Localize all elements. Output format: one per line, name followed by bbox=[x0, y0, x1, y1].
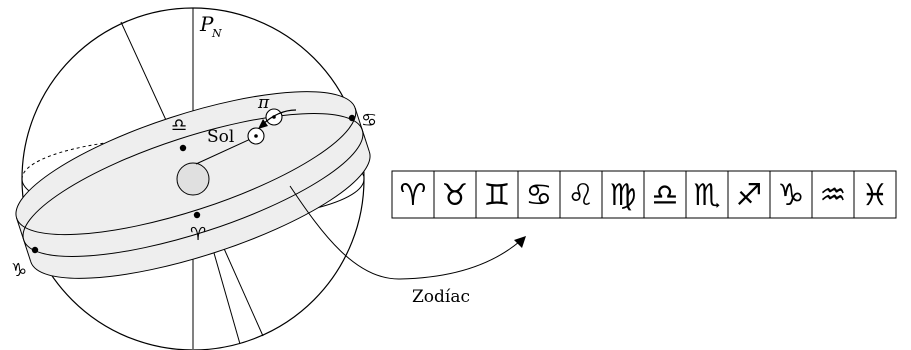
zodiac-cell: ♍ bbox=[601, 170, 645, 219]
point-aries bbox=[193, 211, 201, 219]
zodiac-cell: ♉ bbox=[433, 170, 477, 219]
zodiac-cell: ♌ bbox=[559, 170, 603, 219]
pole-label: P bbox=[199, 12, 214, 36]
zodiac-cell-box bbox=[601, 170, 645, 219]
zodiac-sign: ♐ bbox=[736, 178, 763, 213]
zodiac-cell: ♎ bbox=[643, 170, 687, 219]
zodiac-sign: ♑ bbox=[778, 178, 805, 213]
zodiac-pointer-arrowhead bbox=[514, 236, 526, 248]
point-capricorn bbox=[31, 246, 39, 254]
zodiac-sign: ♒ bbox=[820, 178, 847, 213]
zodiac-cell: ♈ bbox=[391, 170, 435, 219]
sun-symbol-dot bbox=[254, 134, 258, 138]
point-cancer bbox=[348, 114, 356, 122]
pole-label-subscript: N bbox=[211, 27, 222, 40]
aries-label: ♈ bbox=[190, 224, 206, 245]
zodiac-cell-box bbox=[853, 170, 897, 219]
zodiac-cell-box bbox=[685, 170, 729, 219]
zodiac-sign: ♊ bbox=[484, 178, 511, 213]
zodiac-cell-box bbox=[391, 170, 435, 219]
zodiac-cell-box bbox=[433, 170, 477, 219]
zodiac-cell: ♓ bbox=[853, 170, 897, 219]
zodiac-sign: ♏ bbox=[694, 178, 721, 213]
point-libra bbox=[179, 144, 187, 152]
zodiac-cell-box bbox=[559, 170, 603, 219]
zodiac-sign: ♌ bbox=[568, 178, 595, 213]
ecliptic-line bbox=[22, 113, 364, 257]
zodiac-cell-box bbox=[643, 170, 687, 219]
zodiac-sign: ♓ bbox=[862, 178, 889, 213]
zodiac-cell: ♒ bbox=[811, 170, 855, 219]
zodiac-sign: ♎ bbox=[652, 178, 679, 213]
zodiac-cell: ♑ bbox=[769, 170, 813, 219]
zodiac-cell-box bbox=[727, 170, 771, 219]
zodiac-sign: ♈ bbox=[400, 178, 427, 213]
zodiac-cell: ♊ bbox=[475, 170, 519, 219]
zodiac-cell: ♐ bbox=[727, 170, 771, 219]
earth-globe bbox=[176, 162, 210, 196]
zodiac-cell: ♏ bbox=[685, 170, 729, 219]
capricorn-label: ♑ bbox=[11, 260, 27, 281]
cancer-label: ♋ bbox=[361, 110, 377, 131]
zodiac-cell-box bbox=[475, 170, 519, 219]
zodiac-cell-box bbox=[517, 170, 561, 219]
zodiac-sign: ♍ bbox=[610, 178, 637, 213]
sun-label: Sol bbox=[207, 127, 234, 147]
zodiac-label: Zodíac bbox=[412, 287, 470, 307]
zodiac-pointer-curve bbox=[289, 185, 520, 280]
zodiac-cell: ♋ bbox=[517, 170, 561, 219]
earth-sun-line bbox=[195, 136, 256, 165]
pi-label: π bbox=[257, 93, 270, 113]
sun-motion-arrowhead bbox=[258, 119, 268, 129]
zodiac-strip: ♈ ♉ ♊ ♋ ♌ ♍ ♎ ♏ bbox=[391, 170, 897, 219]
libra-label: ♎ bbox=[171, 115, 187, 136]
zodiac-band-bottom-edge bbox=[30, 151, 371, 279]
zodiac-sign: ♋ bbox=[526, 178, 553, 213]
zodiac-sign: ♉ bbox=[442, 178, 469, 213]
